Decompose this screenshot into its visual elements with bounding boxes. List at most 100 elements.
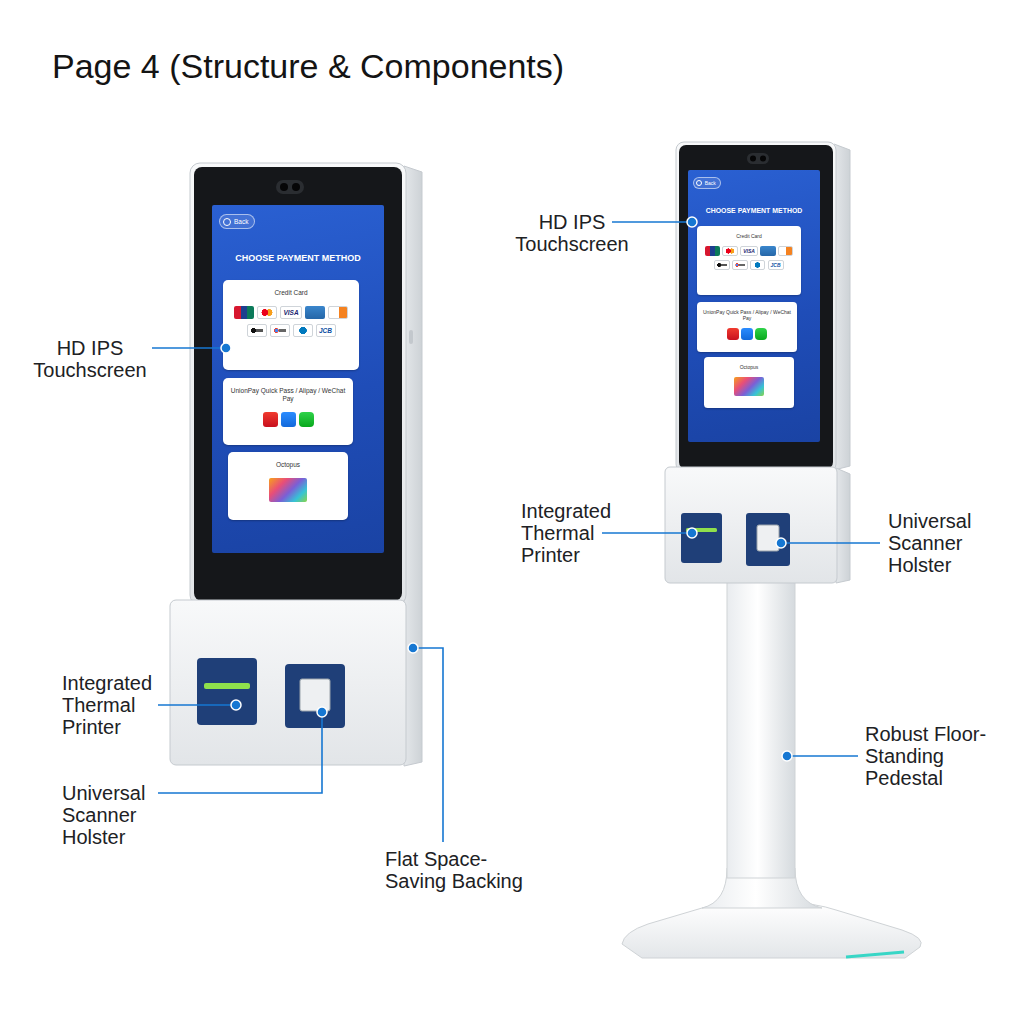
printer-bezel bbox=[681, 513, 722, 563]
button-label: Back bbox=[705, 180, 716, 186]
callout-label: HD IPS Touchscreen bbox=[22, 337, 158, 381]
leader-dot bbox=[231, 700, 241, 710]
camera-lens bbox=[280, 183, 288, 191]
callout-label: Robust Floor-Standing Pedestal bbox=[865, 723, 999, 789]
leader-dot bbox=[221, 343, 231, 353]
camera-lens bbox=[760, 156, 766, 162]
payment-logo bbox=[281, 412, 296, 427]
camera-bar bbox=[747, 153, 769, 164]
payment-logo bbox=[722, 246, 737, 256]
payment-logo bbox=[257, 306, 277, 319]
payment-logo bbox=[263, 412, 278, 427]
logo-row bbox=[709, 377, 790, 395]
card-heading: UnionPay Quick Pass / Alipay / WeChat Pa… bbox=[229, 387, 347, 403]
callout-label: Universal Scanner Holster bbox=[62, 782, 162, 848]
back-panel bbox=[404, 166, 422, 766]
floor-kiosk bbox=[622, 142, 921, 958]
card-heading: Octopus bbox=[709, 364, 790, 370]
back-button: Back bbox=[693, 177, 721, 189]
card-heading: UnionPay Quick Pass / Alipay / WeChat Pa… bbox=[702, 309, 793, 322]
payment-logo bbox=[734, 377, 763, 395]
screen-housing bbox=[676, 142, 836, 472]
touchscreen-display: CHOOSE PAYMENT METHOD BackCredit CardVISA… bbox=[688, 170, 820, 442]
logo-row: JCB bbox=[702, 260, 797, 270]
leader-line bbox=[158, 704, 232, 706]
printer-slot bbox=[204, 683, 250, 689]
card-heading: Credit Card bbox=[229, 289, 353, 297]
payment-option-card: Octopus bbox=[228, 452, 348, 520]
leader-dot bbox=[782, 751, 792, 761]
page-title: Page 4 (Structure & Components) bbox=[52, 46, 564, 86]
screen-housing bbox=[190, 163, 406, 605]
payment-logo bbox=[778, 246, 793, 256]
card-heading: Credit Card bbox=[702, 233, 797, 239]
payment-logo bbox=[760, 246, 775, 256]
payment-option-card: UnionPay Quick Pass / Alipay / WeChat Pa… bbox=[223, 378, 353, 445]
logo-text: JCB bbox=[768, 260, 784, 270]
payment-option-card: Credit CardVISA JCB bbox=[697, 226, 801, 295]
payment-logo bbox=[705, 246, 720, 256]
wall-kiosk bbox=[170, 163, 422, 766]
base-housing bbox=[665, 467, 837, 583]
leader-line bbox=[612, 221, 688, 223]
speaker-grille bbox=[409, 330, 413, 344]
callout-label: Integrated Thermal Printer bbox=[62, 672, 162, 738]
payment-option-card: UnionPay Quick Pass / Alipay / WeChat Pa… bbox=[697, 302, 797, 352]
leader-line bbox=[417, 648, 443, 842]
payment-option-card: Credit CardVISA JCB bbox=[223, 280, 359, 370]
pedestal-base bbox=[622, 903, 921, 958]
screen-bezel bbox=[194, 167, 402, 601]
pedestal-glow bbox=[846, 952, 904, 957]
payment-logo bbox=[328, 306, 348, 319]
pedestal-column bbox=[727, 578, 795, 878]
logo-text: JCB bbox=[316, 324, 336, 337]
scanner-bezel bbox=[746, 513, 790, 566]
logo-row: VISA bbox=[702, 246, 797, 256]
payment-logo bbox=[732, 260, 747, 270]
screen-heading: CHOOSE PAYMENT METHOD bbox=[688, 207, 820, 215]
base-housing bbox=[170, 600, 406, 765]
drawing-part bbox=[152, 222, 880, 842]
logo-row: JCB bbox=[229, 324, 353, 337]
logo-row bbox=[229, 412, 347, 427]
payment-logo bbox=[755, 328, 767, 340]
back-icon bbox=[223, 218, 231, 226]
drawing-part bbox=[221, 217, 792, 761]
leader-dot bbox=[408, 643, 418, 653]
button-label: Back bbox=[234, 218, 248, 226]
scanner-bezel bbox=[285, 664, 345, 728]
logo-text: VISA bbox=[280, 306, 301, 319]
leader-line bbox=[158, 716, 322, 793]
payment-logo bbox=[269, 478, 307, 502]
touchscreen-display: CHOOSE PAYMENT METHOD BackCredit CardVISA… bbox=[212, 205, 384, 553]
payment-logo bbox=[299, 412, 314, 427]
leader-dot bbox=[317, 707, 327, 717]
camera-lens bbox=[292, 183, 300, 191]
callout-label: Universal Scanner Holster bbox=[888, 510, 988, 576]
callout-label: HD IPS Touchscreen bbox=[505, 211, 639, 255]
leader-line bbox=[785, 542, 880, 544]
logo-row: VISA bbox=[229, 306, 353, 319]
screen-bezel bbox=[679, 145, 833, 469]
camera-lens bbox=[750, 156, 756, 162]
callout-label: Flat Space-Saving Backing bbox=[385, 848, 535, 892]
leader-dot bbox=[687, 528, 697, 538]
leader-dot bbox=[687, 217, 697, 227]
payment-logo bbox=[270, 324, 290, 337]
screen-heading: CHOOSE PAYMENT METHOD bbox=[212, 253, 384, 264]
leader-line bbox=[152, 347, 222, 349]
payment-logo bbox=[305, 306, 325, 319]
payment-logo bbox=[727, 328, 739, 340]
logo-row bbox=[702, 328, 793, 340]
leader-line bbox=[791, 755, 858, 757]
back-button: Back bbox=[219, 214, 255, 229]
payment-option-card: Octopus bbox=[704, 357, 794, 408]
leader-line bbox=[602, 532, 688, 534]
logo-row bbox=[234, 478, 342, 502]
payment-logo bbox=[741, 328, 753, 340]
scanner-window bbox=[757, 525, 779, 551]
logo-text: VISA bbox=[740, 246, 758, 256]
back-icon bbox=[696, 180, 702, 186]
leader-dot bbox=[776, 538, 786, 548]
